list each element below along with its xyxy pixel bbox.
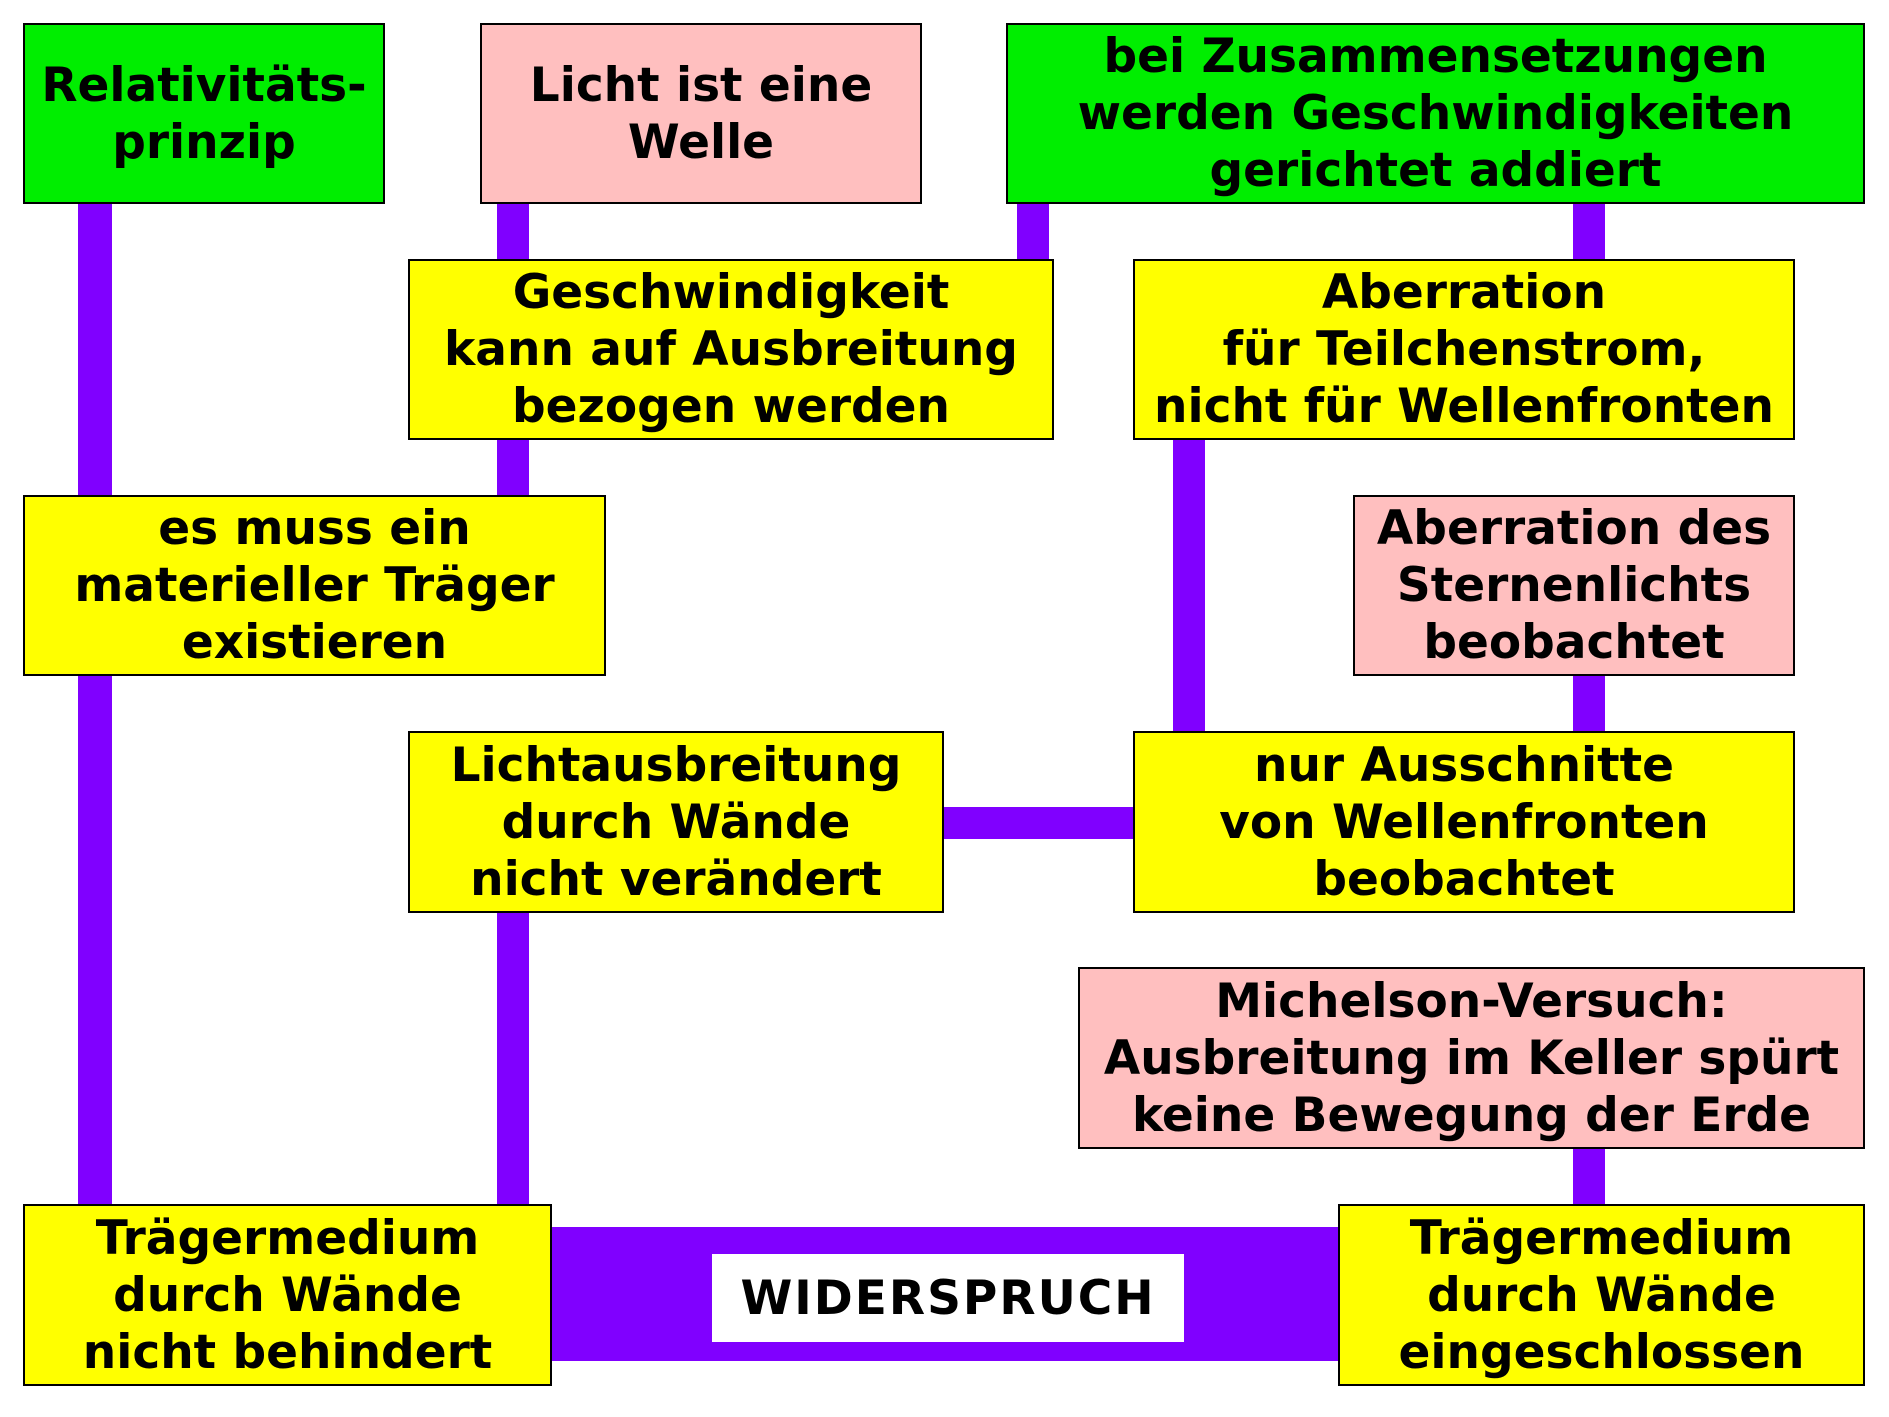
box-text-line: eingeschlossen bbox=[1398, 1324, 1805, 1380]
box-text-line: existieren bbox=[181, 615, 448, 670]
box-text-line: Welle bbox=[627, 114, 775, 170]
box-michelson-experiment: Michelson-Versuch:Ausbreitung im Keller … bbox=[1078, 967, 1865, 1149]
contradiction-label: WIDERSPRUCH bbox=[712, 1254, 1184, 1342]
box-text-line: werden Geschwindigkeiten bbox=[1077, 86, 1794, 141]
box-text-line: Trägermedium bbox=[95, 1210, 480, 1266]
box-text-line: Aberration bbox=[1321, 265, 1607, 320]
box-text-line: Geschwindigkeit bbox=[512, 265, 950, 320]
box-text-line: Lichtausbreitung bbox=[450, 737, 902, 793]
box-text-line: Ausbreitung im Keller spürt bbox=[1103, 1030, 1840, 1086]
box-text-line: Trägermedium bbox=[1409, 1210, 1794, 1266]
box-text-line: beobachtet bbox=[1423, 615, 1725, 670]
box-text-line: Licht ist eine bbox=[529, 57, 873, 113]
connector-addition-to-aberration bbox=[1573, 204, 1605, 260]
box-text-line: beobachtet bbox=[1313, 851, 1615, 907]
connector-addition-to-speed bbox=[1017, 204, 1049, 260]
box-text-line: durch Wände bbox=[113, 1267, 462, 1323]
connector-wave-to-speed bbox=[497, 204, 529, 260]
box-text-line: für Teilchenstrom, bbox=[1222, 322, 1706, 377]
box-relativity-principle: Relativitäts-prinzip bbox=[23, 23, 385, 204]
box-text-line: nur Ausschnitte bbox=[1254, 737, 1674, 793]
box-text-line: von Wellenfronten bbox=[1219, 794, 1709, 850]
box-text-line: keine Bewegung der Erde bbox=[1131, 1087, 1812, 1143]
connector-speed-to-carrier bbox=[497, 439, 529, 501]
box-text-line: nicht für Wellenfronten bbox=[1154, 379, 1774, 434]
connector-carrier-to-medium-not-obstructed bbox=[78, 675, 112, 1209]
connector-propagation-to-wavefronts bbox=[943, 807, 1136, 839]
box-text-line: nicht behindert bbox=[82, 1324, 493, 1380]
box-text-line: nicht verändert bbox=[470, 851, 882, 907]
box-text-line: kann auf Ausbreitung bbox=[444, 322, 1018, 377]
connector-starlight-to-wavefronts bbox=[1573, 675, 1605, 735]
connector-relativity-to-carrier bbox=[78, 204, 112, 500]
box-text-line: durch Wände bbox=[1427, 1267, 1776, 1323]
box-text-line: Michelson-Versuch: bbox=[1215, 973, 1728, 1029]
connector-michelson-to-medium-enclosed bbox=[1573, 1149, 1605, 1209]
box-text-line: bezogen werden bbox=[512, 379, 950, 434]
box-text-line: gerichtet addiert bbox=[1209, 143, 1662, 198]
connector-propagation-to-medium-not-obstructed bbox=[497, 913, 529, 1209]
connector-aberration-to-wavefronts bbox=[1173, 439, 1205, 735]
box-text-line: bei Zusammensetzungen bbox=[1103, 29, 1768, 84]
box-text-line: es muss ein bbox=[158, 501, 471, 556]
box-text-line: durch Wände bbox=[501, 794, 851, 850]
box-text-line: Aberration des bbox=[1376, 501, 1772, 556]
box-text-line: Sternenlichts bbox=[1396, 558, 1752, 613]
box-text-line: prinzip bbox=[112, 114, 296, 170]
box-text-line: materieller Träger bbox=[74, 558, 555, 613]
box-text-line: Relativitäts- bbox=[41, 57, 367, 113]
